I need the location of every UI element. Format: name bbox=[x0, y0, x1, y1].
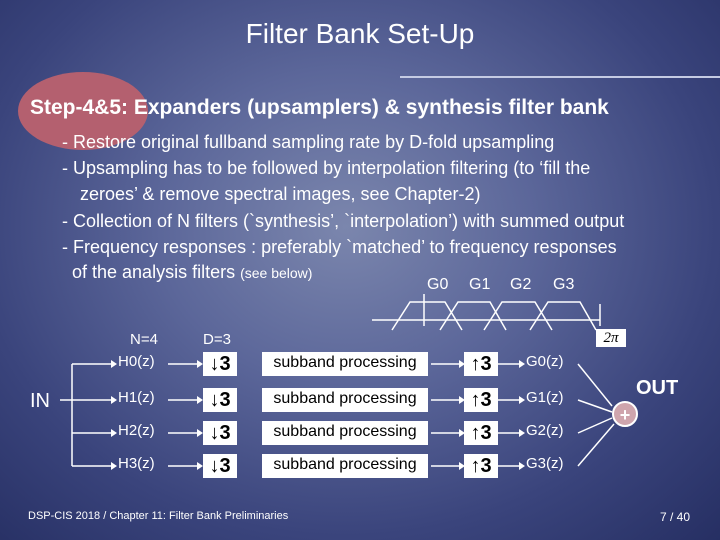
synthesis-filter-g0: G0(z) bbox=[526, 353, 564, 370]
two-pi-box bbox=[596, 329, 626, 347]
analysis-filter-h0: H0(z) bbox=[118, 353, 155, 370]
synthesis-filter-g2: G2(z) bbox=[526, 422, 564, 439]
g0-response bbox=[391, 301, 463, 331]
decimator-1: ↓3 bbox=[203, 388, 237, 412]
n-label: N=4 bbox=[130, 331, 158, 348]
step-heading: Step-4&5: Expanders (upsamplers) & synth… bbox=[30, 96, 609, 119]
g1-label: G1 bbox=[469, 276, 491, 293]
analysis-filter-h1: H1(z) bbox=[118, 389, 155, 406]
freq-note: (see below) bbox=[240, 265, 313, 281]
g2-to-adder bbox=[577, 417, 613, 434]
analysis-filter-h2: H2(z) bbox=[118, 422, 155, 439]
expander-1: ↑3 bbox=[464, 388, 498, 412]
input-label: IN bbox=[30, 390, 50, 412]
d-label: D=3 bbox=[203, 331, 231, 348]
g3-response bbox=[529, 301, 597, 331]
subband-processing-0: subband processing bbox=[262, 352, 428, 376]
synthesis-filter-g1: G1(z) bbox=[526, 389, 564, 406]
title-rule bbox=[400, 76, 720, 78]
two-pi-label: 2π bbox=[603, 330, 619, 346]
decimator-2: ↓3 bbox=[203, 421, 237, 445]
bullet-3: - Collection of N filters (`synthesis’, … bbox=[62, 211, 625, 231]
g1-response bbox=[439, 301, 507, 331]
subband-processing-1: subband processing bbox=[262, 388, 428, 412]
expander-2: ↑3 bbox=[464, 421, 498, 445]
output-label: OUT bbox=[636, 377, 679, 399]
g1-to-adder bbox=[577, 399, 613, 413]
slide-title: Filter Bank Set-Up bbox=[245, 18, 475, 49]
g3-label: G3 bbox=[553, 276, 575, 293]
g3-to-adder bbox=[577, 423, 615, 467]
decimator-3: ↓3 bbox=[203, 454, 237, 478]
expander-3: ↑3 bbox=[464, 454, 498, 478]
bullet-1: - Restore original fullband sampling rat… bbox=[62, 132, 555, 152]
g0-to-adder bbox=[577, 363, 613, 407]
bullet-4: - Frequency responses : preferably `matc… bbox=[62, 237, 617, 257]
subband-processing-2: subband processing bbox=[262, 421, 428, 445]
page-number: 7 / 40 bbox=[660, 510, 691, 524]
analysis-filter-h3: H3(z) bbox=[118, 455, 155, 472]
synthesis-filter-g3: G3(z) bbox=[526, 455, 564, 472]
footer: DSP-CIS 2018 / Chapter 11: Filter Bank P… bbox=[28, 510, 289, 522]
g2-response bbox=[483, 301, 553, 331]
freq-line: of the analysis filters bbox=[72, 262, 236, 282]
g2-label: G2 bbox=[510, 276, 532, 293]
bullet-2-cont: zeroes’ & remove spectral images, see Ch… bbox=[80, 184, 481, 204]
g0-label: G0 bbox=[427, 276, 449, 293]
step-highlight-circle bbox=[18, 72, 148, 150]
subband-processing-3: subband processing bbox=[262, 454, 428, 478]
expander-0: ↑3 bbox=[464, 352, 498, 376]
bullet-2: - Upsampling has to be followed by inter… bbox=[62, 158, 591, 178]
bullet-4-cont: of the analysis filters (see below) bbox=[72, 262, 312, 283]
adder-plus: + bbox=[612, 401, 638, 427]
decimator-0: ↓3 bbox=[203, 352, 237, 376]
